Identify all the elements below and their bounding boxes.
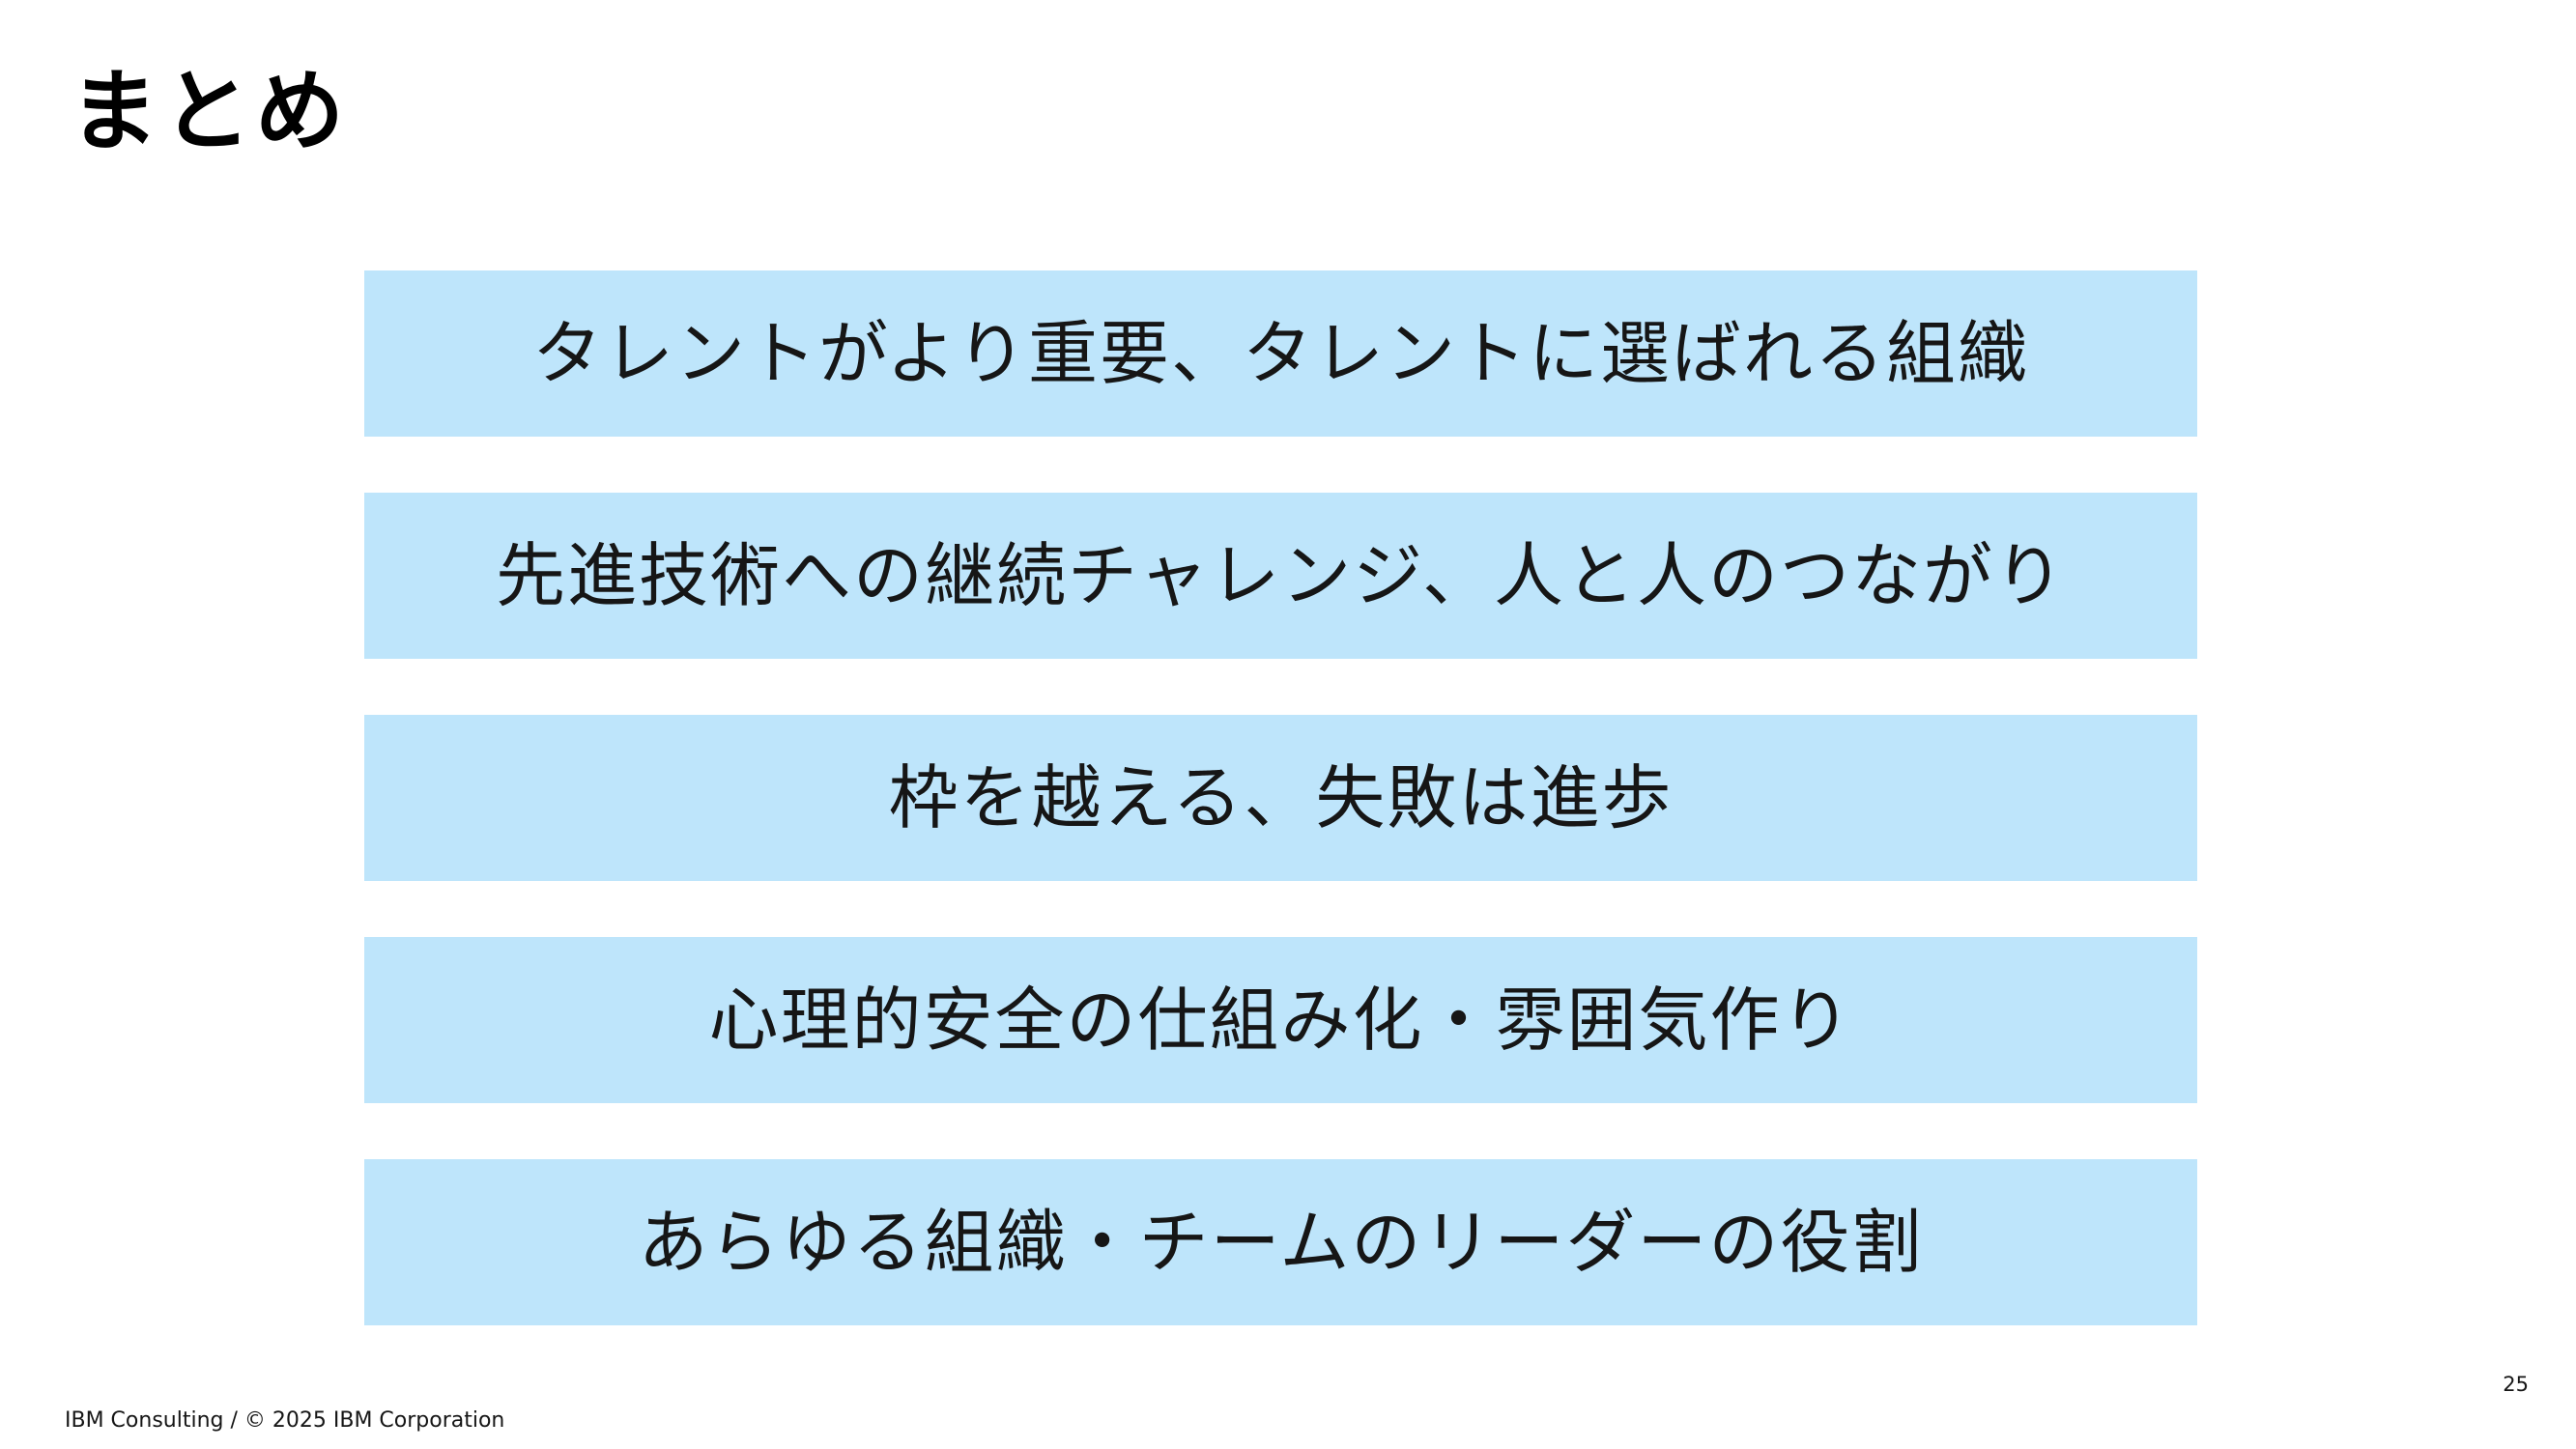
- page-number: 25: [2503, 1373, 2529, 1396]
- slide-title: まとめ: [70, 60, 349, 163]
- summary-item-5: あらゆる組織・チームのリーダーの役割: [364, 1159, 2197, 1325]
- summary-item-4: 心理的安全の仕組み化・雰囲気作り: [364, 937, 2197, 1103]
- summary-item-1: タレントがより重要、タレントに選ばれる組織: [364, 270, 2197, 437]
- summary-item-text: あらゆる組織・チームのリーダーの役割: [638, 1202, 1924, 1283]
- summary-item-3: 枠を越える、失敗は進歩: [364, 715, 2197, 881]
- summary-list: タレントがより重要、タレントに選ばれる組織 先進技術への継続チャレンジ、人と人の…: [364, 270, 2197, 1325]
- summary-item-2: 先進技術への継続チャレンジ、人と人のつながり: [364, 493, 2197, 659]
- footer-copyright: IBM Consulting / © 2025 IBM Corporation: [65, 1408, 505, 1433]
- summary-item-text: 先進技術への継続チャレンジ、人と人のつながり: [495, 535, 2067, 616]
- summary-item-text: 心理的安全の仕組み化・雰囲気作り: [708, 980, 1853, 1061]
- summary-item-text: タレントがより重要、タレントに選ばれる組織: [532, 313, 2029, 394]
- summary-item-text: 枠を越える、失敗は進歩: [888, 757, 1674, 838]
